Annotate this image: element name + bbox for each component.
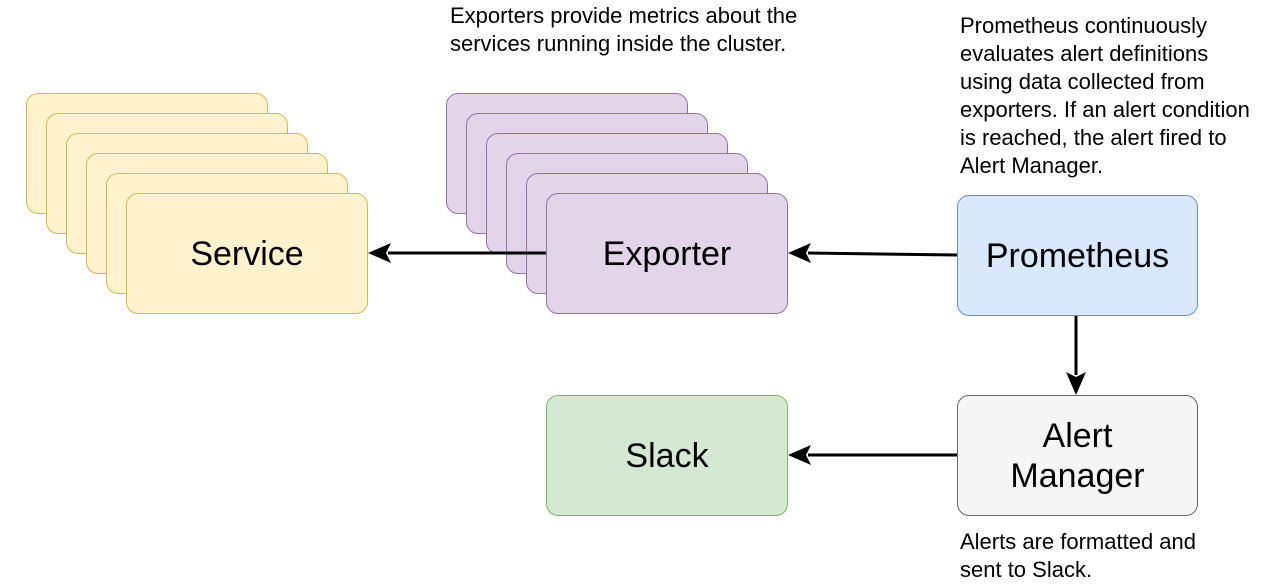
prometheus-label: Prometheus — [985, 236, 1170, 275]
exporter-label: Exporter — [602, 234, 732, 273]
arrowhead-exporter — [788, 243, 811, 263]
alert-manager-label-line1: Alert — [1042, 416, 1113, 455]
prometheus-note: Prometheus continuously evaluates alert … — [960, 13, 1250, 178]
slack-label: Slack — [625, 436, 709, 475]
prometheus-node: Prometheus — [957, 195, 1198, 316]
edge-prometheus-to-alert-manager — [1066, 316, 1086, 395]
alerts-note: Alerts are formatted and sent to Slack. — [960, 529, 1197, 582]
alert-manager-label-line2: Manager — [1010, 456, 1145, 495]
service-node: Service — [126, 193, 368, 314]
exporter-node: Exporter — [546, 193, 788, 314]
arrowhead-slack — [788, 445, 811, 465]
slack-node: Slack — [546, 395, 788, 516]
exporters-note: Exporters provide metrics about the serv… — [450, 3, 798, 56]
edge-prometheus-to-exporter — [788, 243, 958, 263]
arrowhead-alert-manager — [1066, 372, 1086, 395]
arrowhead-service — [368, 243, 391, 263]
alert-manager-node: Alert Manager — [957, 395, 1198, 516]
service-label: Service — [190, 234, 304, 273]
edge-alert-manager-to-slack — [788, 445, 957, 465]
